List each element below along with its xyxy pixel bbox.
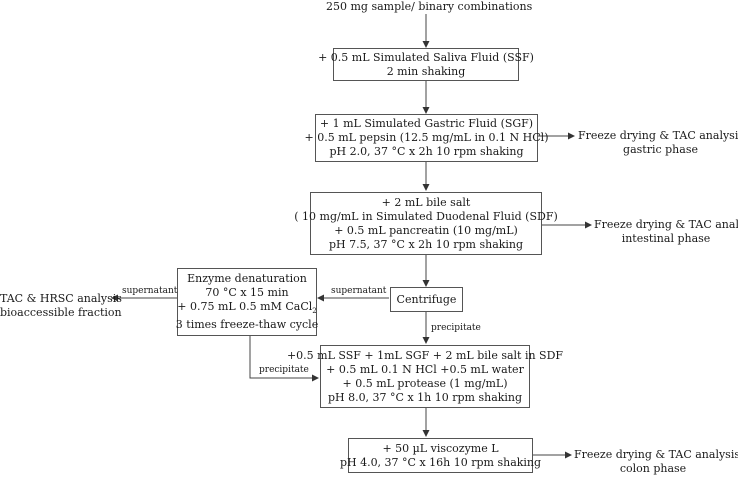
box-denat-line3-text: + 0.75 mL 0.5 mM CaCl <box>177 299 313 313</box>
output-intestinal-line1: Freeze drying & TAC analysis <box>594 218 738 231</box>
box-centrifuge: Centrifuge <box>390 287 463 312</box>
box-sdf-line3: + 0.5 mL pancreatin (10 mg/mL) <box>334 223 518 237</box>
box-sgf-line3: pH 2.0, 37 °C x 2h 10 rpm shaking <box>329 145 524 158</box>
box-sgf-line1: + 1 mL Simulated Gastric Fluid (SGF) <box>319 117 534 130</box>
box-protease: +0.5 mL SSF + 1mL SGF + 2 mL bile salt i… <box>287 345 563 408</box>
box-protease-line3: + 0.5 mL protease (1 mg/mL) <box>342 376 508 390</box>
box-visco-line2: pH 4.0, 37 °C x 16h 10 rpm shaking <box>339 455 542 469</box>
output-bioaccessible: TAC & HRSC analysis bioaccessible fracti… <box>0 292 122 320</box>
box-sdf: + 2 mL bile salt ( 10 mg/mL in Simulated… <box>294 192 558 255</box>
box-denat-line2: 70 °C x 15 min <box>205 285 289 299</box>
box-ssf-line2: 2 min shaking <box>386 64 466 78</box>
arrow-denat-to-protease <box>249 336 319 382</box>
box-sgf: + 1 mL Simulated Gastric Fluid (SGF) + 0… <box>305 114 549 162</box>
box-sgf-line2: + 0.5 mL pepsin (12.5 mg/mL in 0.1 N HCl… <box>304 131 549 144</box>
output-colon: Freeze drying & TAC analysis colon phase <box>574 448 738 476</box>
top-label: 250 mg sample/ binary combinations <box>326 0 533 14</box>
box-sdf-line4: pH 7.5, 37 °C x 2h 10 rpm shaking <box>328 237 524 251</box>
box-protease-line1: +0.5 mL SSF + 1mL SGF + 2 mL bile salt i… <box>286 348 564 362</box>
output-intestinal-line2: intestinal phase <box>621 232 711 245</box>
top-label-text: 250 mg sample/ binary combinations <box>326 0 533 13</box>
output-gastric: Freeze drying & TAC analysis gastric pha… <box>578 129 738 157</box>
label-precipitate-centrifuge: precipitate <box>431 323 481 333</box>
box-denat-line4: 3 times freeze-thaw cycle <box>175 318 319 332</box>
output-colon-line1: Freeze drying & TAC analysis <box>574 448 738 461</box>
box-centrifuge-label: Centrifuge <box>396 292 457 306</box>
label-supernatant-centrifuge: supernatant <box>331 286 387 296</box>
output-colon-line2: colon phase <box>619 462 687 475</box>
box-protease-line4: pH 8.0, 37 °C x 1h 10 rpm shaking <box>327 390 523 404</box>
box-denat-line3-subscript: 2 <box>312 307 317 316</box>
box-protease-line2: + 0.5 mL 0.1 N HCl +0.5 mL water <box>326 362 524 376</box>
box-denat-line1: Enzyme denaturation <box>187 271 307 285</box>
output-intestinal: Freeze drying & TAC analysis intestinal … <box>594 218 738 246</box>
label-precipitate-denaturation: precipitate <box>259 365 309 375</box>
label-supernatant-denaturation: supernatant <box>122 286 178 296</box>
output-gastric-line2: gastric phase <box>623 143 698 156</box>
box-denat-line3: + 0.75 mL 0.5 mM CaCl2 <box>177 300 317 318</box>
output-gastric-line1: Freeze drying & TAC analysis <box>578 129 738 142</box>
box-viscozyme: + 50 µL viscozyme L pH 4.0, 37 °C x 16h … <box>340 438 541 473</box>
box-sdf-line2: ( 10 mg/mL in Simulated Duodenal Fluid (… <box>294 209 558 223</box>
box-ssf-line1: + 0.5 mL Simulated Saliva Fluid (SSF) <box>318 50 534 64</box>
box-sdf-line1: + 2 mL bile salt <box>381 195 471 209</box>
box-visco-line1: + 50 µL viscozyme L <box>382 441 499 455</box>
box-ssf: + 0.5 mL Simulated Saliva Fluid (SSF) 2 … <box>318 48 534 81</box>
output-bioaccessible-line1: TAC & HRSC analysis <box>0 292 122 305</box>
output-bioaccessible-line2: bioaccessible fraction <box>0 306 122 319</box>
box-denaturation: Enzyme denaturation 70 °C x 15 min + 0.7… <box>175 268 319 336</box>
